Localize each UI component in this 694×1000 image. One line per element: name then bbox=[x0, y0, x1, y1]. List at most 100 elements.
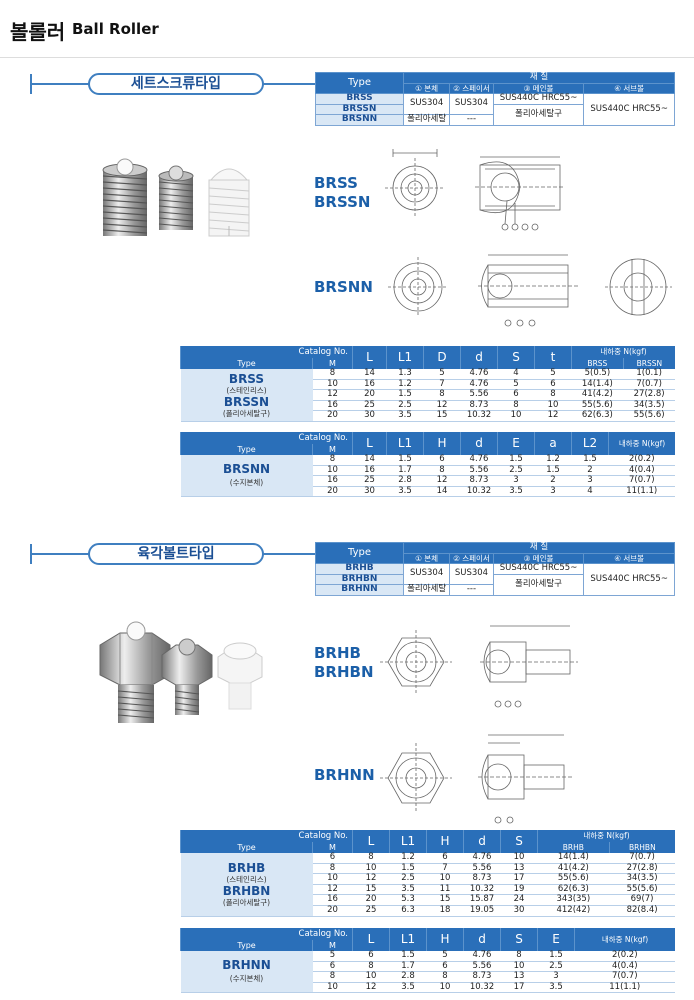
table-header-cell: ② 스페이서 bbox=[449, 552, 494, 565]
model-label-brhb: BRHB bbox=[314, 644, 361, 662]
table-cell: 5.56 bbox=[460, 390, 498, 401]
table-cell: 14 bbox=[423, 486, 461, 498]
table-cell: 5.3 bbox=[389, 895, 427, 907]
table-cell: 16 bbox=[352, 379, 387, 391]
table-cell: 30 bbox=[352, 486, 387, 498]
table-cell: 11(1.1) bbox=[574, 982, 675, 994]
table-header-cell: d bbox=[460, 432, 498, 455]
table-header-cell: 재 질 bbox=[403, 72, 675, 84]
page-title-en: Ball Roller bbox=[72, 20, 159, 38]
table-cell: BRSS (스테인리스) BRSSN (폴리아세탈구) bbox=[180, 368, 313, 423]
table-cell: 4 bbox=[497, 368, 535, 380]
section-title: 세트스크류타입 bbox=[88, 73, 264, 95]
table-cell: BRHB bbox=[315, 563, 404, 575]
table-cell: 16 bbox=[312, 476, 353, 487]
table-cell: 1.7 bbox=[386, 465, 424, 477]
table-cell: 2.5 bbox=[386, 400, 424, 412]
table-cell: 8 bbox=[423, 390, 461, 401]
table-header-cell: Catalog No. bbox=[180, 432, 353, 444]
table-cell: 7(0.7) bbox=[574, 972, 675, 983]
table-cell: 12 bbox=[534, 411, 572, 423]
table-cell: 3 bbox=[571, 476, 609, 487]
table-header-cell: M bbox=[312, 940, 353, 951]
table-cell: 2.5 bbox=[537, 961, 575, 973]
model-label-brssn: BRSSN bbox=[314, 193, 371, 211]
table-cell: 4(0.4) bbox=[574, 961, 675, 973]
table-cell: BRSS bbox=[315, 93, 404, 105]
table-cell: 폴리아세탈구 bbox=[492, 103, 585, 126]
material-table: Type 재 질 ① 본체 ② 스페이서 ③ 메인볼 ④ 서브볼 BRSS SU… bbox=[315, 71, 675, 126]
table-cell: 62(6.3) bbox=[537, 884, 610, 896]
table-cell: 62(6.3) bbox=[571, 411, 624, 423]
table-cell: 20 bbox=[312, 905, 353, 917]
table-cell: 6.3 bbox=[389, 905, 427, 917]
table-cell: 7(0.7) bbox=[609, 852, 675, 864]
table-cell: 1.2 bbox=[389, 852, 427, 864]
table-cell: 7(0.7) bbox=[608, 476, 675, 487]
table-cell: 폴리아세탈구 bbox=[492, 573, 585, 596]
table-cell: 30 bbox=[352, 411, 387, 423]
table-cell: 34(3.5) bbox=[623, 400, 675, 412]
table-cell: 16 bbox=[352, 465, 387, 477]
table-cell: 1.5 bbox=[497, 454, 535, 466]
table-cell: 20 bbox=[352, 390, 387, 401]
table-cell: 10 bbox=[312, 379, 353, 391]
table-cell: 8.73 bbox=[460, 400, 498, 412]
table-cell: 15 bbox=[423, 411, 461, 423]
table-cell: 55(5.6) bbox=[623, 411, 675, 423]
table-header-cell: E bbox=[497, 432, 535, 455]
table-cell: 5 bbox=[497, 379, 535, 391]
table-cell: 3.5 bbox=[497, 486, 535, 498]
table-cell: 10.32 bbox=[463, 982, 501, 994]
table-cell: 8 bbox=[423, 465, 461, 477]
table-cell: 4 bbox=[571, 486, 609, 498]
table-cell: 17 bbox=[500, 982, 538, 994]
table-cell: SUS440C HRC55~ bbox=[492, 93, 585, 105]
table-cell: 12 bbox=[312, 390, 353, 401]
table-header-cell: BRHB bbox=[537, 842, 610, 853]
table-cell: 1.5 bbox=[386, 390, 424, 401]
table-cell: 15 bbox=[352, 884, 390, 896]
table-cell: 4.76 bbox=[460, 368, 498, 380]
page-title-ko: 볼롤러 bbox=[10, 20, 66, 44]
table-cell: 343(35) bbox=[537, 895, 610, 907]
table-header-cell: S bbox=[497, 346, 535, 369]
table-cell: 25 bbox=[352, 905, 390, 917]
table-cell: 15.87 bbox=[463, 895, 501, 907]
type-name-brsnn: BRSNN bbox=[222, 461, 271, 476]
table-cell: 6 bbox=[426, 852, 464, 864]
table-cell: 82(8.4) bbox=[609, 905, 675, 917]
table-cell: 18 bbox=[426, 905, 464, 917]
table-header-cell: H bbox=[426, 830, 464, 853]
table-cell: --- bbox=[449, 584, 494, 596]
table-cell: 5 bbox=[534, 368, 572, 380]
table-cell: 3.5 bbox=[386, 411, 424, 423]
table-header-cell: ③ 메인볼 bbox=[492, 552, 585, 565]
table-cell: 폴리아세탈 bbox=[402, 114, 451, 126]
table-cell: 19 bbox=[500, 884, 538, 896]
hex-bolt-photo bbox=[99, 621, 263, 723]
table-cell: BRSNN (수지본체) bbox=[180, 454, 313, 498]
table-cell: 6 bbox=[312, 961, 353, 973]
table-cell: 55(5.6) bbox=[609, 884, 675, 896]
table-header-cell: L1 bbox=[386, 346, 424, 369]
table-cell: BRHNN (수지본체) bbox=[180, 950, 313, 994]
table-cell: 14 bbox=[352, 368, 387, 380]
table-cell: 27(2.8) bbox=[623, 390, 675, 401]
table-cell: 6 bbox=[534, 379, 572, 391]
table-cell: 8.73 bbox=[463, 874, 501, 885]
table-cell: SUS440C HRC55~ bbox=[492, 563, 585, 575]
table-cell: SUS304 bbox=[449, 563, 494, 586]
table-cell: 6 bbox=[426, 961, 464, 973]
table-cell: --- bbox=[449, 114, 494, 126]
table-header-cell: ④ 서브볼 bbox=[583, 552, 675, 565]
table-cell: 15 bbox=[426, 895, 464, 907]
table-cell: 1.5 bbox=[386, 454, 424, 466]
table-header-cell: E bbox=[537, 928, 575, 951]
model-label-brhbn: BRHBN bbox=[314, 663, 374, 681]
table-header-cell: Type bbox=[180, 842, 313, 853]
table-cell: 5 bbox=[423, 368, 461, 380]
table-header-cell: 내하중 N(kgf) bbox=[574, 928, 675, 951]
table-cell: 5 bbox=[312, 950, 353, 962]
type-name-brhbn: BRHBN bbox=[222, 884, 271, 899]
